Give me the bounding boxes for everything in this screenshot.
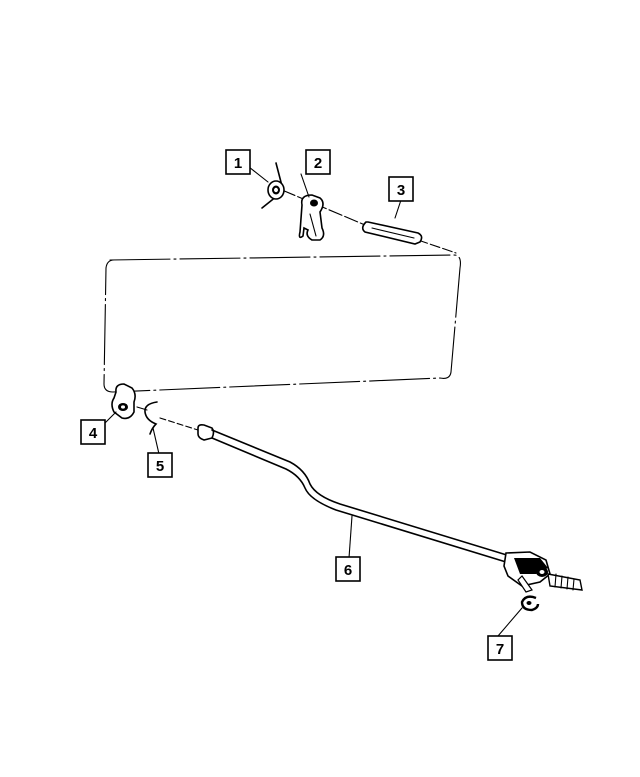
callout-label: 6 <box>344 562 352 579</box>
callout-label: 4 <box>89 425 98 442</box>
callout-3: 3 <box>388 176 414 202</box>
callout-4: 4 <box>80 419 106 445</box>
cable-rod-icon[interactable] <box>159 417 583 593</box>
callout-label: 1 <box>234 155 242 172</box>
callout-5: 5 <box>147 452 173 478</box>
callout-7: 7 <box>487 635 513 661</box>
callout-label: 5 <box>156 458 164 475</box>
clip-icon[interactable] <box>111 383 136 420</box>
lever-bracket-icon[interactable] <box>298 194 325 241</box>
callout-label: 7 <box>496 641 504 658</box>
callout-6: 6 <box>335 556 361 582</box>
callout-1: 1 <box>225 149 251 175</box>
callout-label: 3 <box>397 182 405 199</box>
sleeve-tube-icon[interactable] <box>361 221 423 245</box>
callout-2: 2 <box>305 149 331 175</box>
e-clip-icon[interactable] <box>520 595 540 612</box>
ring-clip-icon[interactable] <box>136 401 158 435</box>
callout-label: 2 <box>314 155 322 172</box>
upper-rod <box>261 162 457 254</box>
panel-outline <box>103 254 461 393</box>
grommet-icon[interactable] <box>267 180 285 200</box>
